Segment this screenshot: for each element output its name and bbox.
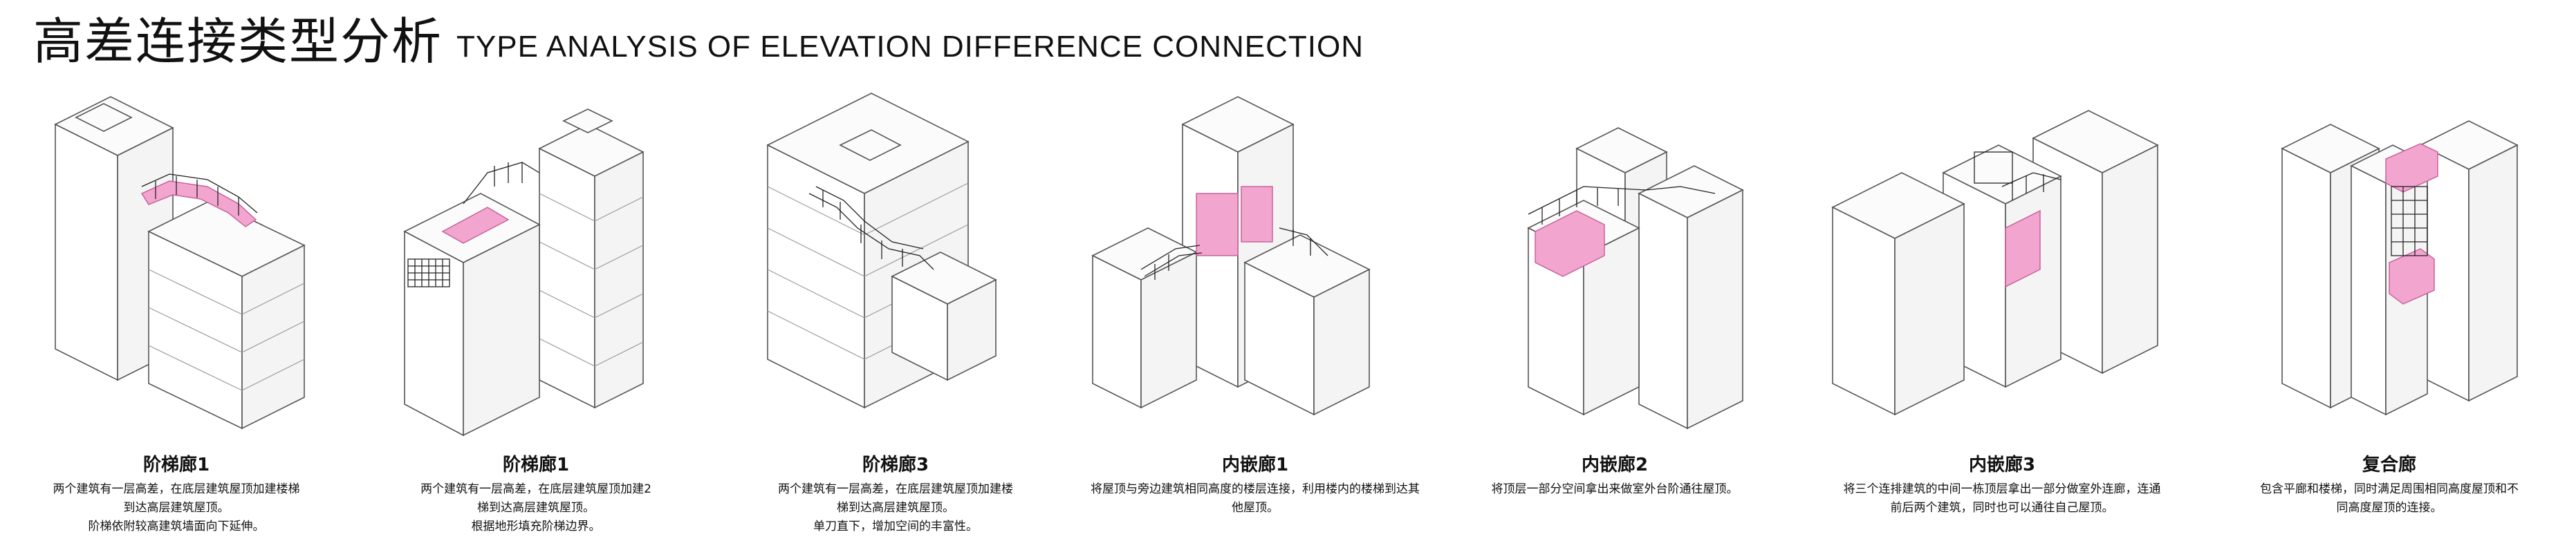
isometric-diagram-5 xyxy=(1527,127,1744,430)
panel-name: 内嵌廊1 xyxy=(1221,455,1289,475)
caption-6: 内嵌廊3 将三个连排建筑的中间一栋顶层拿出一部分做室外连廊，连通 前后两个建筑，… xyxy=(1826,451,2178,518)
panel-stair-corridor-2: 阶梯廊1 两个建筑有一层高差，在底层建筑屋顶加建2 梯到达高层建筑屋顶。 根据地… xyxy=(360,83,712,550)
panel-desc-line: 单刀直下，增加空间的丰富性。 xyxy=(813,520,978,533)
panel-desc-line: 到达高层建筑屋顶。 xyxy=(123,501,230,515)
caption-3: 阶梯廊3 两个建筑有一层高差，在底层建筑屋顶加建楼 梯到达高层建筑屋顶。 单刀直… xyxy=(719,451,1072,536)
panel-composite-corridor: 复合廊 包含平廊和楼梯，同时满足周围相同高度屋顶和不 同高度屋顶的连接。 xyxy=(2213,83,2566,550)
panel-embedded-corridor-1: 内嵌廊1 将屋顶与旁边建筑相同高度的楼层连接，利用楼内的楼梯到达其 他屋顶。 xyxy=(1079,83,1431,550)
panel-desc-line: 包含平廊和楼梯，同时满足周围相同高度屋顶和不 xyxy=(2260,482,2519,496)
isometric-diagram-7 xyxy=(2281,120,2519,416)
isometric-diagram-6 xyxy=(1831,110,2159,416)
isometric-diagram-1 xyxy=(54,96,306,430)
panel-embedded-corridor-2: 内嵌廊2 将顶层一部分空间拿出来做室外台阶通往屋顶。 xyxy=(1438,83,1791,550)
panel-stair-corridor-1: 阶梯廊1 两个建筑有一层高差，在底层建筑屋顶加建楼梯 到达高层建筑屋顶。 阶梯依… xyxy=(0,83,353,550)
panel-desc-line: 前后两个建筑，同时也可以通往自己屋顶。 xyxy=(1890,501,2114,515)
panel-embedded-corridor-3: 内嵌廊3 将三个连排建筑的中间一栋顶层拿出一部分做室外连廊，连通 前后两个建筑，… xyxy=(1826,83,2178,550)
panel-desc-line: 阶梯依附较高建筑墙面向下延伸。 xyxy=(88,520,265,533)
isometric-diagram-3 xyxy=(766,93,997,409)
panel-desc-line: 将三个连排建筑的中间一栋顶层拿出一部分做室外连廊，连通 xyxy=(1843,482,2161,496)
caption-2: 阶梯廊1 两个建筑有一层高差，在底层建筑屋顶加建2 梯到达高层建筑屋顶。 根据地… xyxy=(360,451,712,536)
page-subtitle: TYPE ANALYSIS OF ELEVATION DIFFERENCE CO… xyxy=(456,30,1364,64)
panel-name: 阶梯廊3 xyxy=(862,455,929,475)
panel-desc-line: 梯到达高层建筑屋顶。 xyxy=(837,501,954,515)
panel-name: 内嵌廊2 xyxy=(1581,455,1649,475)
panel-desc-line: 同高度屋顶的连接。 xyxy=(2336,501,2443,515)
panel-name: 阶梯廊1 xyxy=(142,455,210,475)
panel-name: 复合廊 xyxy=(2362,455,2416,475)
panel-stair-corridor-3: 阶梯廊3 两个建筑有一层高差，在底层建筑屋顶加建楼 梯到达高层建筑屋顶。 单刀直… xyxy=(719,83,1072,550)
panel-desc-line: 将顶层一部分空间拿出来做室外台阶通往屋顶。 xyxy=(1491,482,1739,496)
caption-4: 内嵌廊1 将屋顶与旁边建筑相同高度的楼层连接，利用楼内的楼梯到达其 他屋顶。 xyxy=(1079,451,1431,518)
panel-name: 阶梯廊1 xyxy=(502,455,570,475)
isometric-diagram-4 xyxy=(1091,96,1371,416)
caption-7: 复合廊 包含平廊和楼梯，同时满足周围相同高度屋顶和不 同高度屋顶的连接。 xyxy=(2213,451,2566,518)
panel-desc-line: 梯到达高层建筑屋顶。 xyxy=(477,501,595,515)
isometric-diagram-2 xyxy=(403,108,645,437)
caption-5: 内嵌廊2 将顶层一部分空间拿出来做室外台阶通往屋顶。 xyxy=(1438,451,1791,499)
panel-desc-line: 根据地形填充阶梯边界。 xyxy=(471,520,601,533)
page-title: 高差连接类型分析 xyxy=(33,12,443,70)
panel-desc-line: 他屋顶。 xyxy=(1232,501,1279,515)
panel-desc-line: 两个建筑有一层高差，在底层建筑屋顶加建楼 xyxy=(778,482,1013,496)
panel-desc-line: 将屋顶与旁边建筑相同高度的楼层连接，利用楼内的楼梯到达其 xyxy=(1091,482,1420,496)
panel-desc-line: 两个建筑有一层高差，在底层建筑屋顶加建楼梯 xyxy=(53,482,300,496)
panel-desc-line: 两个建筑有一层高差，在底层建筑屋顶加建2 xyxy=(420,482,651,496)
panel-name: 内嵌廊3 xyxy=(1968,455,2036,475)
caption-1: 阶梯廊1 两个建筑有一层高差，在底层建筑屋顶加建楼梯 到达高层建筑屋顶。 阶梯依… xyxy=(0,451,353,536)
header: 高差连接类型分析 TYPE ANALYSIS OF ELEVATION DIFF… xyxy=(33,4,1364,66)
